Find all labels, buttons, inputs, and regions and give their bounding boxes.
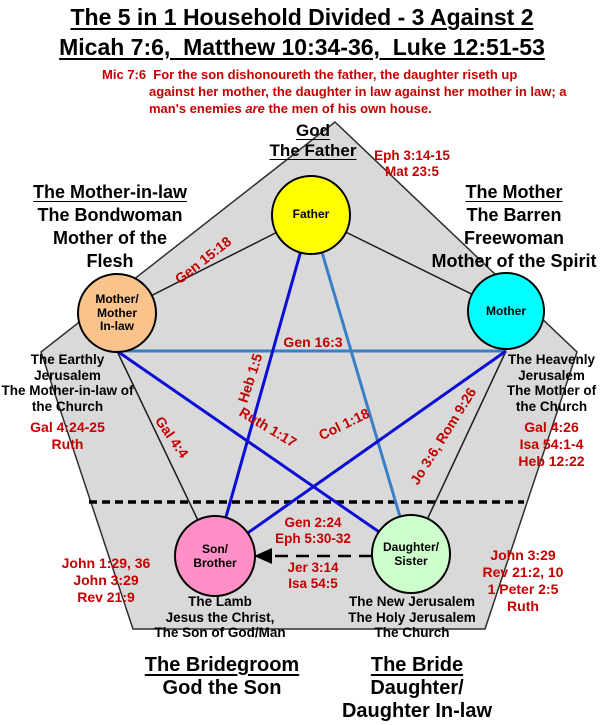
- node-motherinlaw-circle: [77, 273, 157, 353]
- node-son-circle: [174, 515, 256, 597]
- node-daughter-label: Daughter/ Sister: [382, 540, 439, 568]
- node-motherinlaw-label: Mother/ Mother In-law: [95, 292, 139, 333]
- node-mother-circle: [467, 272, 545, 350]
- line-motherinlaw-daughter: [116, 349, 412, 556]
- node-mother-label: Mother: [486, 304, 526, 318]
- heavenly-jerusalem-block: The Heavenly Jerusalem The Mother of the…: [484, 352, 604, 470]
- page-title-line2: Micah 7:6, Matthew 10:34-36, Luke 12:51-…: [59, 34, 545, 60]
- marriage-arrow-head: [254, 548, 272, 564]
- line-mother-son: [214, 349, 507, 558]
- node-father-circle: [271, 175, 351, 255]
- line-father-daughter: [309, 214, 413, 555]
- node-son-label: Son/ Brother: [193, 542, 237, 570]
- earthly-jerusalem-block: The Earthly Jerusalem The Mother-in-law …: [1, 352, 134, 452]
- god-father-refs: Eph 3:14-15 Mat 23:5: [374, 148, 450, 179]
- god-father-header: God The Father: [269, 121, 357, 160]
- motherinlaw-header: The Mother-in-law The Bondwoman Mother o…: [33, 182, 187, 271]
- quote-line3-italic: are: [245, 101, 265, 116]
- quote-line3-post: the men of his own house.: [264, 101, 432, 116]
- below-son-block: The Lamb Jesus the Christ, The Son of Go…: [154, 594, 286, 640]
- node-father-label: Father: [292, 207, 330, 221]
- bride-footer: The Bride Daughter/ Daughter In-law: [341, 654, 492, 722]
- daughter-side-refs: John 3:29 Rev 21:2, 10 1 Peter 2:5 Ruth: [482, 547, 564, 614]
- edge-label-gen-16-3: Gen 16:3: [283, 334, 343, 350]
- bridegroom-footer: The Bridegroom God the Son: [144, 654, 300, 699]
- heavenly-refs: Gal 4:26 Isa 54:1-4 Heb 12:22: [518, 419, 585, 469]
- below-daughter-block: The New Jerusalem The Holy Jerusalem The…: [348, 594, 476, 640]
- quote-line2: against her mother, the daughter in law …: [149, 84, 567, 99]
- son-side-refs: John 1:29, 36 John 3:29 Rev 21:9: [61, 555, 151, 605]
- node-daughter-circle: [371, 514, 451, 594]
- quote-line3: man's enemies are the men of his own hou…: [149, 100, 432, 117]
- line-father-son: [213, 214, 313, 557]
- page-title-line1: The 5 in 1 Household Divided - 3 Against…: [70, 4, 534, 30]
- earthly-refs: Gal 4:24-25 Ruth: [30, 419, 105, 452]
- quote-line3-pre: man's enemies: [149, 101, 246, 116]
- mother-header: The Mother The Barren Freewoman Mother o…: [431, 182, 597, 271]
- quote-line1: Mic 7:6 For the son dishonoureth the fat…: [102, 67, 518, 82]
- marriage-refs-above: Gen 2:24 Eph 5:30-32: [275, 515, 351, 546]
- marriage-refs-below: Jer 3:14 Isa 54:5: [287, 560, 339, 591]
